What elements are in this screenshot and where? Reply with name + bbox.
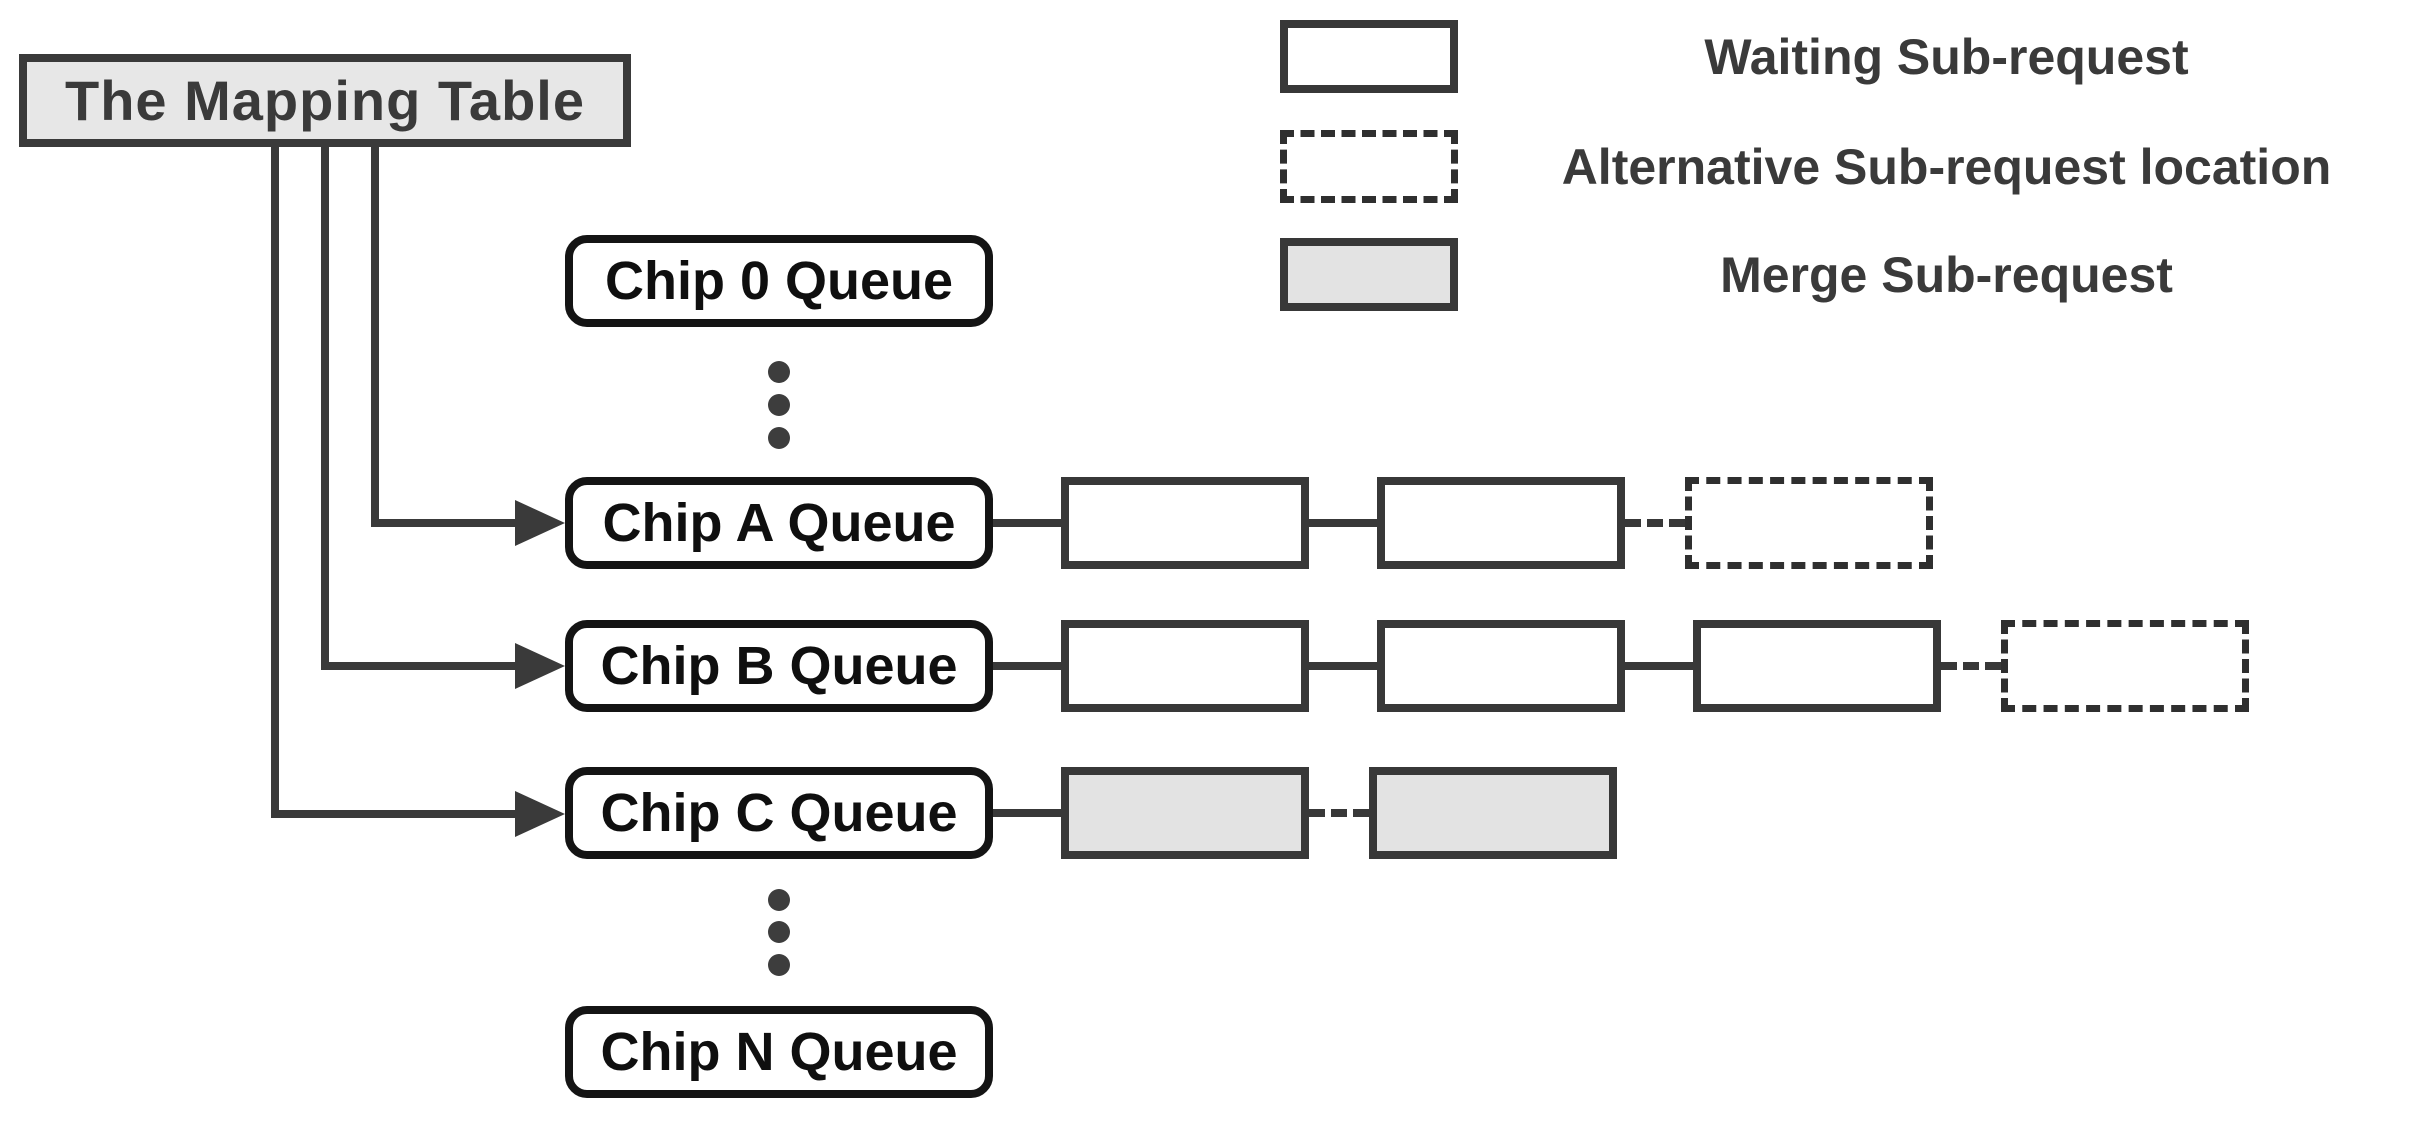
alternative-subrequest-box [1685, 477, 1933, 569]
mapping-to-chip-a-arrowhead-icon [515, 500, 565, 546]
queue-label-chip-n: Chip N Queue [565, 1006, 993, 1098]
mapping-to-chip-a-hline [371, 519, 521, 527]
merge-subrequest-box [1061, 767, 1309, 859]
merge-subrequest-box [1369, 767, 1617, 859]
solid-connector [993, 662, 1061, 670]
solid-connector [993, 519, 1061, 527]
solid-connector [1625, 662, 1693, 670]
waiting-subrequest-swatch [1280, 20, 1458, 93]
queue-label-chip-0: Chip 0 Queue [565, 235, 993, 327]
queue-row-chip-0: Chip 0 Queue [565, 235, 993, 327]
dashed-connector [1309, 809, 1369, 817]
queue-label-chip-c: Chip C Queue [565, 767, 993, 859]
waiting-subrequest-box [1693, 620, 1941, 712]
ellipsis-dot [768, 889, 790, 911]
legend-label-merge: Merge Sub-request [1720, 246, 2173, 303]
mapping-table-box: The Mapping Table [19, 54, 631, 147]
mapping-to-chip-a-vline [371, 147, 379, 527]
waiting-subrequest-box [1061, 620, 1309, 712]
dashed-connector [1625, 519, 1685, 527]
waiting-subrequest-box [1377, 620, 1625, 712]
queue-row-chip-a: Chip A Queue [565, 477, 1933, 569]
mapping-table-label: The Mapping Table [65, 69, 585, 132]
mapping-to-chip-b-arrowhead-icon [515, 643, 565, 689]
mapping-to-chip-b-hline [321, 662, 521, 670]
dashed-connector [1941, 662, 2001, 670]
legend-item-waiting: Waiting Sub-request [1280, 20, 2435, 93]
mapping-to-chip-c-hline [271, 810, 521, 818]
legend-label-alternative: Alternative Sub-request location [1561, 138, 2332, 195]
ellipsis-dot [768, 921, 790, 943]
ellipsis-dot [768, 954, 790, 976]
waiting-subrequest-box [1061, 477, 1309, 569]
ellipsis-dot [768, 427, 790, 449]
queue-row-chip-b: Chip B Queue [565, 620, 2249, 712]
solid-connector [1309, 519, 1377, 527]
legend-item-merge: Merge Sub-request [1280, 238, 2435, 311]
legend-label-waiting: Waiting Sub-request [1704, 28, 2189, 85]
queue-row-chip-n: Chip N Queue [565, 1006, 993, 1098]
mapping-to-chip-b-vline [321, 147, 329, 670]
alternative-subrequest-box [2001, 620, 2249, 712]
solid-connector [993, 809, 1061, 817]
merge-subrequest-swatch [1280, 238, 1458, 311]
mapping-to-chip-c-vline [271, 147, 279, 818]
ellipsis-dot [768, 361, 790, 383]
waiting-subrequest-box [1377, 477, 1625, 569]
mapping-to-chip-c-arrowhead-icon [515, 791, 565, 837]
legend-item-alternative: Alternative Sub-request location [1280, 130, 2435, 203]
alternative-subrequest-swatch [1280, 130, 1458, 203]
solid-connector [1309, 662, 1377, 670]
ellipsis-dot [768, 394, 790, 416]
queue-label-chip-a: Chip A Queue [565, 477, 993, 569]
queue-label-chip-b: Chip B Queue [565, 620, 993, 712]
queue-row-chip-c: Chip C Queue [565, 767, 1617, 859]
